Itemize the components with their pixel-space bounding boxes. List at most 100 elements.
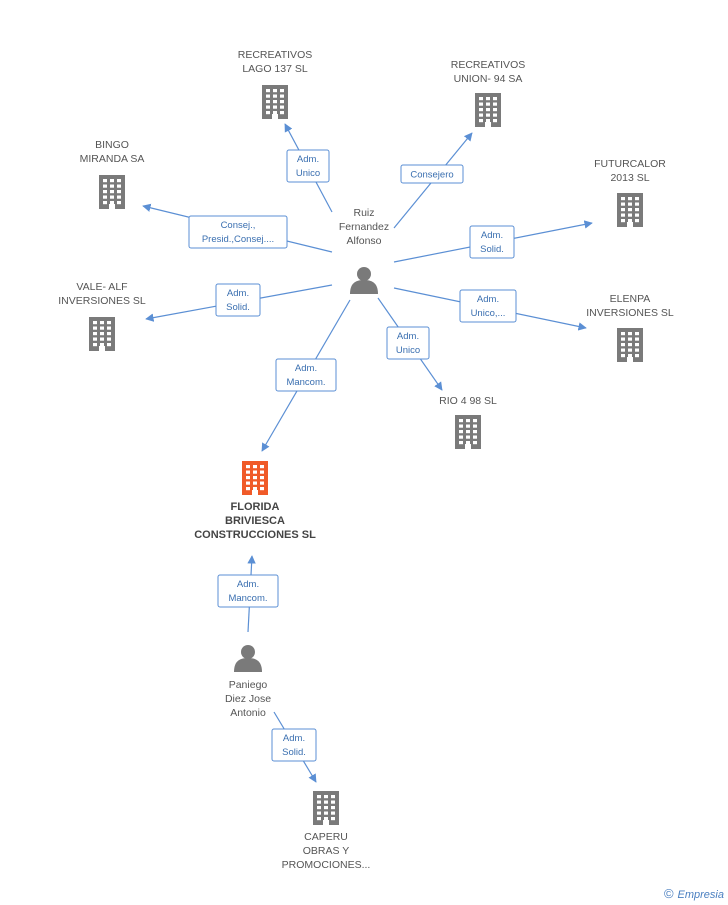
person-icon <box>350 267 378 294</box>
node-bingo[interactable]: BINGO MIRANDA SA <box>80 139 145 209</box>
edge-label-text: Unico,... <box>471 308 506 319</box>
building-icon <box>455 415 481 449</box>
building-icon <box>242 461 268 495</box>
copyright-icon: © <box>663 886 674 901</box>
node-label: VALE- ALF <box>76 281 127 293</box>
edge-label[interactable]: Consejero <box>400 164 464 184</box>
node-label: FUTURCALOR <box>594 158 666 170</box>
node-futurcalor[interactable]: FUTURCALOR 2013 SL <box>594 158 666 227</box>
edge-label-text: Adm. <box>481 230 503 241</box>
edge-label-box <box>469 225 515 259</box>
node-label: UNION- 94 SA <box>454 73 523 85</box>
edge-label[interactable]: Adm. Solid. <box>215 283 261 317</box>
person-icon <box>234 645 262 672</box>
edge-label[interactable]: Consej., Presid.,Consej.... <box>188 215 288 249</box>
building-icon <box>617 193 643 227</box>
edge-label-box <box>400 164 464 184</box>
node-label: Alfonso <box>346 235 381 247</box>
node-label: Antonio <box>230 707 266 719</box>
node-label: Ruiz <box>353 207 374 219</box>
edge-label[interactable]: Adm. Mancom. <box>217 574 279 608</box>
building-icon <box>99 175 125 209</box>
building-icon <box>475 93 501 127</box>
building-icon <box>262 85 288 119</box>
edge-label-text: Adm. <box>397 331 419 342</box>
node-label: INVERSIONES SL <box>586 307 674 319</box>
node-label: ELENPA <box>610 293 651 305</box>
edge-label-text: Adm. <box>297 154 319 165</box>
edge-label[interactable]: Adm. Solid. <box>469 225 515 259</box>
edge-label-box <box>459 289 517 323</box>
edge-ruiz-lago: Adm. Unico <box>284 123 333 213</box>
node-label: Diez Jose <box>225 693 271 705</box>
node-label: MIRANDA SA <box>80 153 145 165</box>
edge-ruiz-elenpa: Adm. Unico,... <box>393 287 587 331</box>
edge-label-text: Adm. <box>295 363 317 374</box>
node-label: FLORIDA <box>231 501 280 513</box>
edge-label[interactable]: Adm. Unico <box>286 149 330 183</box>
edge-label-text: Consejero <box>410 170 453 181</box>
edge-label-text: Solid. <box>226 302 250 313</box>
edge-label-text: Adm. <box>283 733 305 744</box>
brand-name: Empresia <box>677 889 724 901</box>
edge-label-box <box>217 574 279 608</box>
node-valealf[interactable]: VALE- ALF INVERSIONES SL <box>58 281 146 351</box>
edge-label-text: Unico <box>396 345 420 356</box>
node-label: RIO 4 98 SL <box>439 395 497 407</box>
edge-label-text: Solid. <box>480 244 504 255</box>
edge-ruiz-valealf: Adm. Solid. <box>145 283 333 322</box>
edge-label[interactable]: Adm. Unico,... <box>459 289 517 323</box>
node-label: Fernandez <box>339 221 389 233</box>
node-union[interactable]: RECREATIVOS UNION- 94 SA <box>451 59 525 127</box>
edge-ruiz-florida: Adm. Mancom. <box>261 299 351 452</box>
node-label: BINGO <box>95 139 129 151</box>
edge-label-box <box>386 326 430 360</box>
edge-label-text: Presid.,Consej.... <box>202 234 274 245</box>
edge-label-text: Mancom. <box>228 593 267 604</box>
edge-label-text: Unico <box>296 168 320 179</box>
edge-ruiz-rio: Adm. Unico <box>377 297 443 391</box>
node-label: RECREATIVOS <box>451 59 525 71</box>
edge-label-box <box>286 149 330 183</box>
edge-ruiz-union: Consejero <box>393 132 473 229</box>
node-label: Paniego <box>229 679 268 691</box>
edge-label[interactable]: Adm. Mancom. <box>275 358 337 392</box>
edge-label-text: Consej., <box>221 220 256 231</box>
edge-label-box <box>271 728 317 762</box>
edge-paniego-caperu: Adm. Solid. <box>271 711 317 783</box>
edge-label-text: Solid. <box>282 747 306 758</box>
edge-label-text: Adm. <box>237 579 259 590</box>
building-icon <box>313 791 339 825</box>
node-label: LAGO 137 SL <box>242 63 308 75</box>
edge-label[interactable]: Adm. Unico <box>386 326 430 360</box>
edge-label-text: Adm. <box>477 294 499 305</box>
edge-label[interactable]: Adm. Solid. <box>271 728 317 762</box>
node-elenpa[interactable]: ELENPA INVERSIONES SL <box>586 293 674 362</box>
node-label: OBRAS Y <box>303 845 350 857</box>
edge-label-text: Adm. <box>227 288 249 299</box>
edge-label-box <box>275 358 337 392</box>
edge-ruiz-bingo: Consej., Presid.,Consej.... <box>142 203 333 253</box>
node-label: BRIVIESCA <box>225 515 285 527</box>
node-label: INVERSIONES SL <box>58 295 146 307</box>
edge-ruiz-futurcalor: Adm. Solid. <box>393 220 593 263</box>
edge-paniego-florida: Adm. Mancom. <box>217 555 279 633</box>
node-label: CAPERU <box>304 831 348 843</box>
node-label: 2013 SL <box>610 172 649 184</box>
edge-label-text: Mancom. <box>286 377 325 388</box>
node-label: RECREATIVOS <box>238 49 312 61</box>
node-lago[interactable]: RECREATIVOS LAGO 137 SL <box>238 49 312 119</box>
building-icon <box>89 317 115 351</box>
edge-label-box <box>188 215 288 249</box>
footer-brand: ©Empresia <box>664 886 724 901</box>
node-rio[interactable]: RIO 4 98 SL <box>439 395 497 449</box>
edge-label-box <box>215 283 261 317</box>
building-icon <box>617 328 643 362</box>
